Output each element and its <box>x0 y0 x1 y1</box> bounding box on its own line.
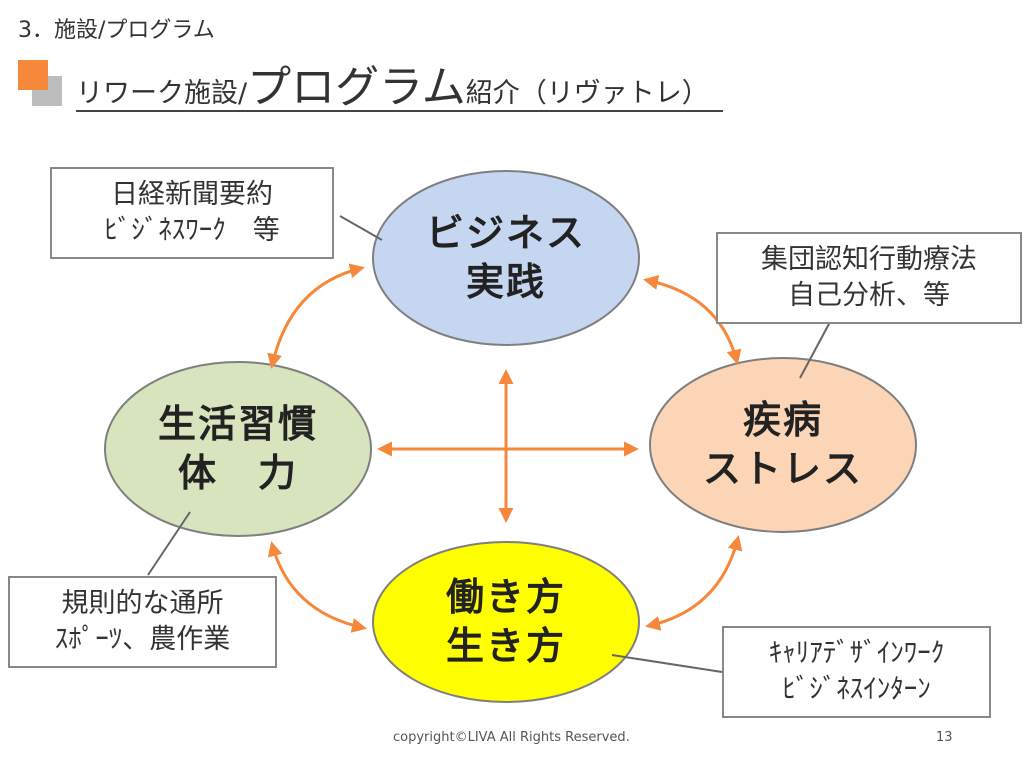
page-number: 13 <box>936 730 953 745</box>
node-business-line1: ビジネス <box>425 210 586 255</box>
callout-illness: 集団認知行動療法 自己分析、等 <box>716 232 1022 324</box>
node-business: ビジネス 実践 <box>373 171 639 345</box>
title-part-3: 紹介（リヴァトレ） <box>465 78 709 109</box>
node-illness-line2: ストレス <box>702 447 863 491</box>
title-part-1: リワーク施設/ <box>76 78 248 109</box>
callout-work-line2: ﾋﾞｼﾞﾈｽｲﾝﾀｰﾝ <box>782 674 931 705</box>
arrow-business-lifestyle <box>267 263 365 369</box>
callout-work-line1: ｷｬﾘｱﾃﾞｻﾞｲﾝﾜｰｸ <box>768 637 945 669</box>
callout-lifestyle-line1: 規則的な通所 <box>61 587 224 619</box>
copyright-text: copyright©LIVA All Rights Reserved. <box>393 730 630 745</box>
section-label: 3．施設/プログラム <box>18 18 215 43</box>
connector-illness <box>799 321 831 379</box>
callout-lifestyle: 規則的な通所 ｽﾎﾟｰﾂ、農作業 <box>8 576 277 668</box>
arrow-illness-work <box>645 535 743 631</box>
connector-business <box>339 215 383 241</box>
node-illness-line1: 疾病 <box>742 397 823 442</box>
node-lifestyle-line1: 生活習慣 <box>157 401 318 446</box>
page-title: リワーク施設/プログラム紹介（リヴァトレ） <box>76 66 723 112</box>
node-work: 働き方 生き方 <box>373 542 639 702</box>
callout-work: ｷｬﾘｱﾃﾞｻﾞｲﾝﾜｰｸ ﾋﾞｼﾞﾈｽｲﾝﾀｰﾝ <box>722 626 991 718</box>
ellipse-work <box>372 541 640 703</box>
node-illness: 疾病 ストレス <box>650 358 916 532</box>
title-marker-orange <box>18 60 48 90</box>
callout-lifestyle-line2: ｽﾎﾟｰﾂ、農作業 <box>54 624 231 655</box>
node-lifestyle-line2: 体 力 <box>177 451 298 495</box>
arrow-lifestyle-work <box>267 541 367 633</box>
title-part-2: プログラム <box>247 62 466 113</box>
callout-business: 日経新聞要約 ﾋﾞｼﾞﾈｽﾜｰｸ 等 <box>50 167 334 259</box>
node-business-line2: 実践 <box>465 260 546 304</box>
node-work-line2: 生き方 <box>445 624 566 668</box>
node-lifestyle: 生活習慣 体 力 <box>105 362 371 536</box>
callout-illness-line2: 自己分析、等 <box>788 280 950 311</box>
node-work-line1: 働き方 <box>445 574 566 619</box>
ellipse-illness <box>649 357 917 533</box>
arrow-business-illness <box>643 275 742 365</box>
connector-work <box>611 654 723 673</box>
callout-business-line1: 日経新聞要約 <box>111 178 273 210</box>
callout-illness-line1: 集団認知行動療法 <box>761 243 977 275</box>
ellipse-business <box>372 170 640 346</box>
ellipse-lifestyle <box>104 361 372 537</box>
connector-lifestyle <box>147 511 191 576</box>
title-block: リワーク施設/プログラム紹介（リヴァトレ） <box>18 60 738 112</box>
callout-business-line2: ﾋﾞｼﾞﾈｽﾜｰｸ 等 <box>104 215 280 246</box>
